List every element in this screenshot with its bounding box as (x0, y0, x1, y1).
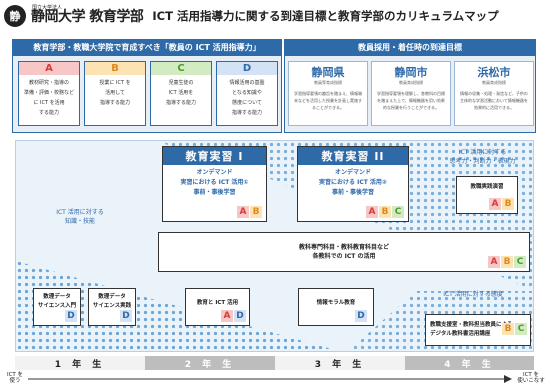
target-sub: 教員育成指標 (482, 80, 506, 85)
practicum-1-box: 教育実習 I オンデマンド 実習における ICT 活用① 事前・事後学習 A B (162, 146, 267, 222)
ability-badge-a: A (237, 206, 249, 218)
ability-badge-a: A (366, 206, 378, 218)
year-1: 1 年 生 (15, 356, 145, 370)
ability-badge-a: A (488, 256, 500, 268)
info-moral-box: 情報モラル教育 D (298, 288, 374, 326)
teaching-practice-box: 教職実践演習 A B (456, 176, 518, 214)
ability-letter: A (19, 62, 79, 75)
university-seal-icon: 静 (4, 5, 26, 27)
ability-box-b: B 授業に ICT を 活用して 指導する能力 (84, 61, 146, 126)
university-small-label: 国立大学法人 (32, 5, 63, 11)
target-desc: 学習指導要領を理解し、各教科の目標を踏まえた上で、情報機器を用い効果的な授業を行… (377, 91, 445, 110)
header-left: 教育学部・教職大学院で育成すべき「教員の ICT 活用指導力」 (12, 39, 282, 55)
ability-box-a: A 教材研究・指導の 準備・評価・校務など に ICT を活用 する能力 (18, 61, 80, 126)
ability-badge-d: D (65, 310, 77, 322)
practicum-desc: オンデマンド 実習における ICT 活用② 事前・事後学習 (319, 169, 387, 196)
ability-badge-c: C (515, 323, 527, 335)
axis-end-label: ICT を 使いこなす (517, 372, 545, 384)
ability-badge-b: B (379, 206, 391, 218)
course-name: 数理データ サイエンス入門 (37, 294, 77, 309)
ability-badge-a: A (489, 198, 501, 210)
target-name: 浜松市 (477, 66, 511, 79)
header-right: 教員採用・着任時の到達目標 (284, 39, 536, 55)
ability-desc: 情報活用の基盤 となる知識や 態度について 指導する能力 (229, 80, 265, 116)
target-name: 静岡県 (311, 66, 345, 79)
course-name: 教科専門科目・教科教育科目など 各教科での ICT の活用 (298, 244, 389, 260)
education-ict-box: 教育と ICT 活用 A D (185, 288, 250, 326)
course-name: 教職支援室・教科担当教員による デジタル教科書活用講座 (430, 322, 513, 337)
thinking-note: ICT 活用に対する 思考力・判断力・表現力 (449, 149, 516, 165)
practicum-2-box: 教育実習 II オンデマンド 実習における ICT 活用② 事前・事後学習 A … (297, 146, 409, 222)
course-name: 数理データ サイエンス実践 (92, 294, 132, 309)
target-name: 静岡市 (394, 66, 428, 79)
practicum-title: 教育実習 I (163, 147, 266, 165)
target-desc: 情報の収集・処理・発信など、子供の主体的な学習活動において情報機器を効果的に活用… (460, 91, 528, 110)
target-sub: 教員育成指標 (399, 80, 423, 85)
target-shizuoka-city: 静岡市 教員育成指標 学習指導要領を理解し、各教科の目標を踏まえた上で、情報機器… (371, 61, 451, 126)
ability-box-c: C 児童生徒の ICT 活用を 指導する能力 (150, 61, 212, 126)
year-3: 3 年 生 (275, 356, 405, 370)
subject-courses-box: 教科専門科目・教科教育科目など 各教科での ICT の活用 A B C (158, 232, 530, 272)
knowledge-note: ICT 活用に対する 知識・技能 (56, 209, 104, 225)
map-title: ICT 活用指導力に関する到達目標と教育学部のカリキュラムマップ (152, 9, 499, 23)
ability-badge-b: B (502, 198, 514, 210)
data-science-intro-box: 数理データ サイエンス入門 D (33, 288, 81, 326)
ability-letter: C (151, 62, 211, 75)
target-desc: 学習指導要領の趣旨を踏まえ、情報端末などを活用した授業を計画し実施することができ… (294, 91, 362, 110)
ability-letter: B (85, 62, 145, 75)
university-name: 静岡大学 教育学部 (31, 9, 144, 25)
year-4: 4 年 生 (405, 356, 534, 370)
target-hamamatsu-city: 浜松市 教員育成指標 情報の収集・処理・発信など、子供の主体的な学習活動において… (454, 61, 534, 126)
ability-badge-c: C (392, 206, 404, 218)
ability-badge-d: D (120, 310, 132, 322)
ability-badge-b: B (502, 323, 514, 335)
practicum-title: 教育実習 II (298, 147, 408, 165)
ability-letter: D (217, 62, 277, 75)
knowledge-region (16, 261, 339, 351)
ability-badge-d: D (355, 310, 367, 322)
attitude-note: ICT 活用に対する態度 (443, 291, 503, 298)
thinking-region (156, 141, 533, 291)
ability-badge-b: B (250, 206, 262, 218)
ability-desc: 教材研究・指導の 準備・評価・校務など に ICT を活用 する能力 (23, 80, 74, 116)
ability-badge-d: D (234, 310, 246, 322)
course-name: 教育と ICT 活用 (196, 300, 239, 306)
progress-arrow-icon (28, 375, 512, 383)
digital-textbook-box: 教職支援室・教科担当教員による デジタル教科書活用講座 B C (425, 314, 531, 346)
course-name: 情報モラル教育 (316, 300, 356, 306)
target-shizuoka-pref: 静岡県 教員等育成指標 学習指導要領の趣旨を踏まえ、情報端末などを活用した授業を… (288, 61, 368, 126)
ability-desc: 授業に ICT を 活用して 指導する能力 (99, 80, 131, 106)
target-sub: 教員等育成指標 (314, 80, 342, 85)
ability-desc: 児童生徒の ICT 活用を 指導する能力 (165, 80, 196, 106)
course-name: 教職実践演習 (470, 184, 504, 190)
practicum-desc: オンデマンド 実習における ICT 活用① 事前・事後学習 (180, 169, 249, 196)
ability-badge-a: A (221, 310, 233, 322)
data-science-practice-box: 数理データ サイエンス実践 D (88, 288, 136, 326)
year-2: 2 年 生 (145, 356, 275, 370)
ability-box-d: D 情報活用の基盤 となる知識や 態度について 指導する能力 (216, 61, 278, 126)
axis-start-label: ICT を 使う (6, 372, 24, 384)
page-title: 静 国立大学法人 静岡大学 教育学部 ICT 活用指導力に関する到達目標と教育学… (4, 3, 499, 29)
ability-badge-c: C (514, 256, 526, 268)
ability-badge-b: B (501, 256, 513, 268)
